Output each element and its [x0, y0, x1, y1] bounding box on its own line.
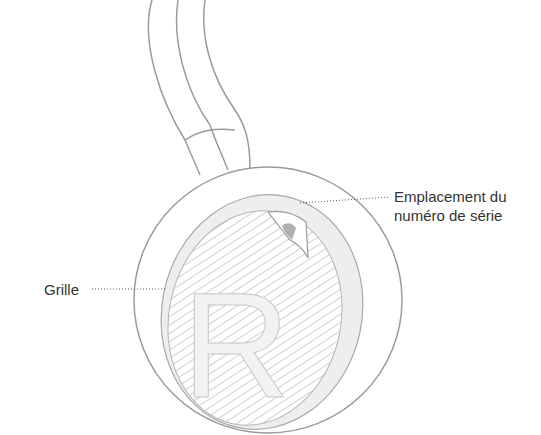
headband [148, 0, 250, 175]
grille [148, 194, 361, 435]
cushion [140, 176, 385, 435]
serial-mark [282, 223, 296, 240]
part-label: Emplacement du numéro de série [394, 187, 534, 225]
leader-line [92, 289, 166, 290]
serial-tag [268, 211, 308, 258]
leader-line [300, 197, 390, 203]
part-label: Grille [44, 280, 79, 299]
side-letter: R [182, 270, 290, 420]
